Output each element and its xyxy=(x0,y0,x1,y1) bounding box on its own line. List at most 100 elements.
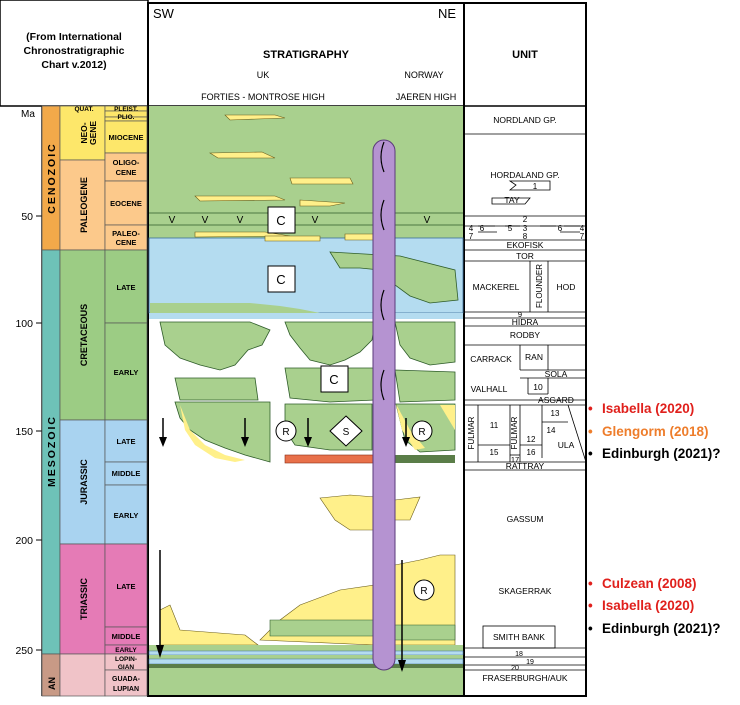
unit-11: 11 xyxy=(490,421,499,430)
unit-7-left: 7 xyxy=(469,232,474,241)
svg-text:GENE: GENE xyxy=(88,121,98,145)
period-neogene xyxy=(59,105,106,161)
period-permian xyxy=(59,653,106,697)
unit-skagerrak: SKAGERRAK xyxy=(499,586,552,596)
compass-ne: NE xyxy=(438,6,456,21)
unit-flounder: FLOUNDER xyxy=(535,264,544,308)
unit-5: 5 xyxy=(508,224,513,233)
epoch-oligocene: OLIGO- xyxy=(113,158,140,167)
unit-1: 1 xyxy=(533,182,538,191)
high-right: JAEREN HIGH xyxy=(396,92,457,102)
tick-250: 250 xyxy=(15,645,33,657)
period-paleogene xyxy=(59,159,106,251)
period-cretaceous xyxy=(59,249,106,421)
svg-text:V: V xyxy=(202,215,209,226)
unit-7-right: 7 xyxy=(580,232,585,241)
epoch-late-jurassic: LATE xyxy=(116,437,135,446)
unit-4-left: 4 xyxy=(469,224,474,233)
region-norway: NORWAY xyxy=(404,70,443,80)
unit-14: 14 xyxy=(547,426,556,435)
reservoir-symbol-2: R xyxy=(418,427,425,438)
unit-10: 10 xyxy=(533,382,543,392)
chart-source-line-1: (From International xyxy=(26,31,122,43)
period-triassic xyxy=(59,543,106,655)
unit-mackerel: MACKEREL xyxy=(473,282,520,292)
unit-column xyxy=(464,133,587,671)
compass-sw: SW xyxy=(153,6,175,21)
unit-hordaland: HORDALAND GP. xyxy=(490,170,559,180)
chart-source-line-3: Chart v.2012) xyxy=(41,59,106,71)
unit-ekofisk: EKOFISK xyxy=(507,240,544,250)
chalk-symbol-upper: C xyxy=(276,272,285,287)
region-uk: UK xyxy=(257,70,270,80)
period-label-jurassic: JURASSIC xyxy=(79,459,89,505)
epoch-miocene: MIOCENE xyxy=(108,133,143,142)
unit-8: 8 xyxy=(523,232,528,241)
reservoir-symbol-3: R xyxy=(420,586,427,597)
svg-text:V: V xyxy=(312,215,319,226)
unit-asgard: ASGARD xyxy=(538,395,574,405)
unit-rodby: RODBY xyxy=(510,330,541,340)
unit-19: 19 xyxy=(526,659,534,666)
unit-2: 2 xyxy=(523,215,528,224)
unit-fulmar-left: FULMAR xyxy=(467,416,476,449)
volcanic-marker: V xyxy=(169,215,176,226)
unit-valhall: VALHALL xyxy=(471,384,508,394)
epoch-early-jurassic: EARLY xyxy=(114,511,139,520)
epoch-pleist: PLEIST. xyxy=(114,106,138,113)
unit-carrack: CARRACK xyxy=(470,354,512,364)
epoch-middle-triassic: MIDDLE xyxy=(112,632,141,641)
unit-18: 18 xyxy=(515,651,523,658)
unit-frame xyxy=(463,2,587,697)
discovery-isabella-lower: •Isabella (2020) xyxy=(588,598,695,613)
chalk-symbol-paleocene: C xyxy=(276,213,285,228)
svg-text:V: V xyxy=(237,215,244,226)
age-unit: Ma xyxy=(21,109,35,120)
epoch-eocene: EOCENE xyxy=(110,199,142,208)
period-label-triassic: TRIASSIC xyxy=(79,578,89,621)
unit-nordland: NORDLAND GP. xyxy=(493,115,557,125)
unit-12: 12 xyxy=(527,435,536,444)
unit-6-left: 6 xyxy=(480,224,485,233)
stratigraphy-title: STRATIGRAPHY xyxy=(263,49,350,61)
discovery-glengorm: •Glengorm (2018) xyxy=(588,424,709,439)
unit-title: UNIT xyxy=(512,49,538,61)
unit-20: 20 xyxy=(511,665,519,672)
unit-17: 17 xyxy=(511,455,519,464)
period-label-paleogene: PALEOGENE xyxy=(79,177,89,233)
chalk-symbol-lower: C xyxy=(329,372,338,387)
svg-text:CENE: CENE xyxy=(116,238,137,247)
unit-fulmar-right: FULMAR xyxy=(510,416,519,449)
discovery-edinburgh-lower: •Edinburgh (2021)? xyxy=(588,621,721,636)
unit-9: 9 xyxy=(518,310,522,319)
tick-50: 50 xyxy=(21,211,33,223)
reservoir-symbol-1: R xyxy=(282,427,289,438)
discovery-culzean: •Culzean (2008) xyxy=(588,576,697,591)
unit-16: 16 xyxy=(527,448,536,457)
unit-6-right: 6 xyxy=(558,224,563,233)
unit-ula: ULA xyxy=(558,440,575,450)
svg-text:LUPIAN: LUPIAN xyxy=(113,686,139,693)
period-label-cretaceous: CRETACEOUS xyxy=(79,304,89,366)
unit-smith-bank: SMITH BANK xyxy=(493,632,545,642)
chart-source-line-2: Chronostratigraphic xyxy=(24,45,125,57)
epoch-plio: PLIO. xyxy=(118,114,135,121)
epoch-late-cretaceous: LATE xyxy=(116,283,135,292)
source-symbol: S xyxy=(343,427,350,438)
svg-text:V: V xyxy=(424,215,431,226)
era-label-paleozoic: AN xyxy=(47,677,57,690)
epoch-early-triassic: EARLY xyxy=(115,647,137,654)
unit-sola: SOLA xyxy=(545,369,568,379)
epoch-guadalupian: GUADA- xyxy=(112,676,141,683)
era-label-mesozoic: MESOZOIC xyxy=(46,415,58,487)
era-label-cenozoic: CENOZOIC xyxy=(46,142,58,213)
unit-gassum: GASSUM xyxy=(507,514,544,524)
svg-text:GIAN: GIAN xyxy=(118,664,135,671)
tick-100: 100 xyxy=(15,318,33,330)
epoch-lopingian: LOPIN- xyxy=(115,656,137,663)
unit-tay: TAY xyxy=(504,195,520,205)
period-label-neogene: NEO- xyxy=(79,122,89,143)
tick-150: 150 xyxy=(15,426,33,438)
unit-fraserburgh: FRASERBURGH/AUK xyxy=(482,673,567,683)
